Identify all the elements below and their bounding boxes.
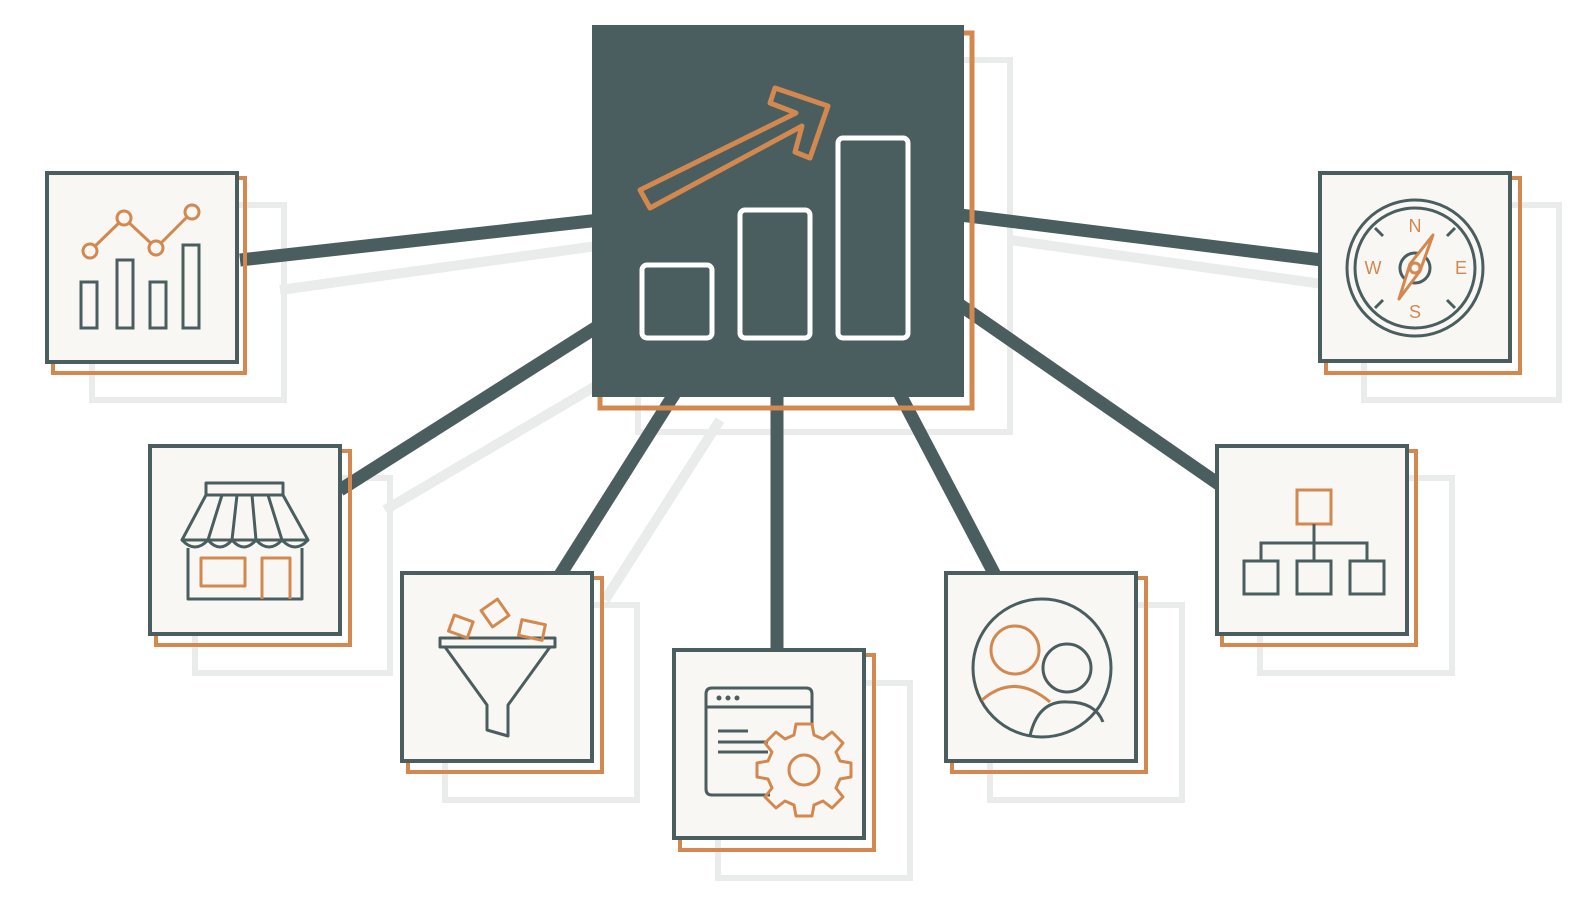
connector-line bbox=[956, 299, 1224, 491]
connector-line bbox=[239, 213, 601, 267]
connector-line bbox=[889, 381, 1001, 579]
node-card-analytics bbox=[45, 171, 247, 375]
growth-bar-chart-icon bbox=[637, 85, 911, 341]
node-card-settings bbox=[672, 648, 876, 852]
hub-card bbox=[592, 25, 975, 411]
line-bar-chart-icon bbox=[79, 203, 201, 330]
audience-people-icon bbox=[971, 597, 1113, 739]
compass-north-label: N bbox=[1409, 216, 1422, 236]
compass-icon: N E S W bbox=[1345, 198, 1485, 338]
hierarchy-org-chart-icon bbox=[1242, 488, 1386, 596]
node-card-store bbox=[148, 444, 352, 647]
funnel-icon bbox=[438, 597, 557, 738]
connector-line bbox=[554, 381, 686, 579]
node-card-funnel bbox=[400, 571, 604, 774]
connector-line bbox=[959, 208, 1323, 267]
node-card-hierarchy bbox=[1215, 444, 1418, 647]
connector-line bbox=[336, 319, 604, 496]
compass-east-label: E bbox=[1455, 258, 1467, 278]
node-card-compass: N E S W bbox=[1318, 171, 1522, 375]
connectors bbox=[239, 208, 1323, 650]
storefront-icon bbox=[180, 481, 310, 601]
compass-south-label: S bbox=[1409, 302, 1421, 322]
compass-west-label: W bbox=[1365, 258, 1382, 278]
browser-settings-gear-icon bbox=[704, 686, 853, 818]
node-card-audience bbox=[944, 571, 1148, 774]
